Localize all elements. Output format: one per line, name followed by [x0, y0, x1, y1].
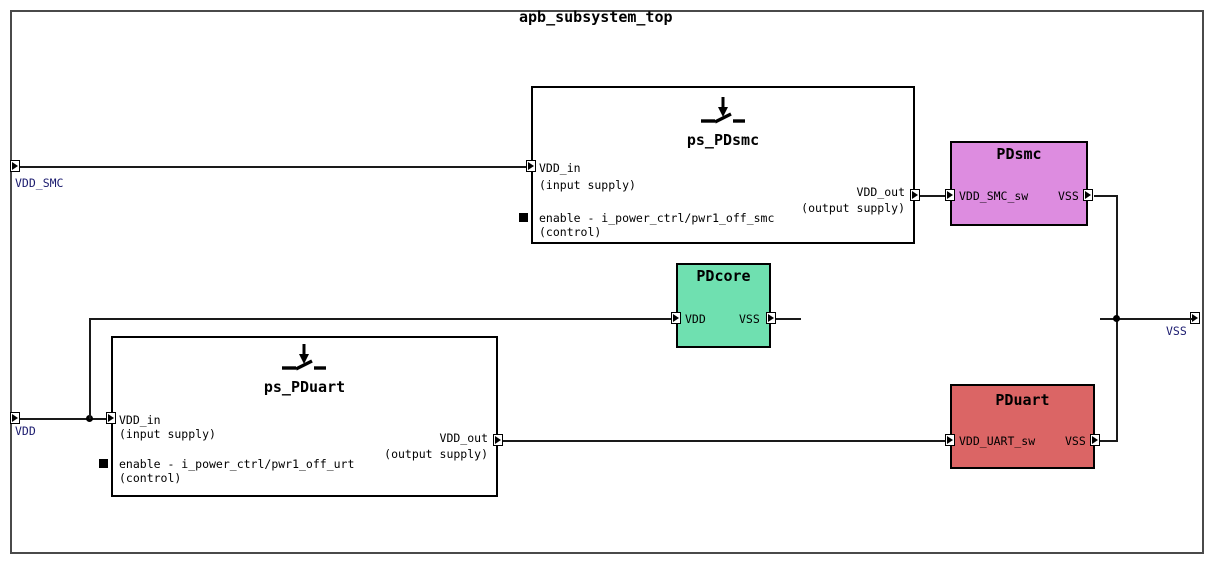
net-vdd-core-horizontal: [89, 318, 678, 320]
port-ps-pdsmc-vdd-out-sublabel: (output supply): [801, 201, 905, 215]
top-module-frame: [10, 10, 1204, 554]
external-port-vdd-smc-label: VDD_SMC: [15, 176, 64, 190]
block-pdsmc-title: PDsmc: [996, 145, 1042, 163]
net-vdd-smc: [20, 166, 533, 168]
external-port-vdd-smc-arrow: [12, 162, 18, 170]
net-vdd-main: [20, 418, 113, 420]
port-ps-pduart-vdd-in-label: VDD_in: [119, 413, 161, 427]
block-ps-pdsmc-title: ps_PDsmc: [686, 131, 760, 149]
port-ps-pdsmc-vdd-in-arrow: [528, 162, 534, 170]
port-ps-pduart-vdd-in-sublabel: (input supply): [119, 427, 216, 441]
power-switch-icon: [701, 97, 745, 124]
net-vss-junction: [1113, 315, 1120, 322]
port-pdsmc-ground-label: VSS: [1058, 189, 1079, 203]
port-ps-pduart-enable[interactable]: [99, 459, 108, 468]
net-vdd-core-vertical: [89, 318, 91, 419]
port-ps-pduart-enable-sublabel: (control): [119, 471, 182, 485]
port-ps-pdsmc-enable-label: enable - i_power_ctrl/pwr1_off_smc: [539, 211, 775, 225]
port-ps-pduart-vdd-out-label: VDD_out: [439, 431, 488, 445]
port-pduart-ground-label: VSS: [1065, 434, 1086, 448]
block-pdcore-title: PDcore: [696, 267, 751, 285]
block-pduart-title: PDuart: [995, 391, 1050, 409]
page-title: apb_subsystem_top: [519, 8, 673, 26]
net-vss-core-stub: [771, 318, 801, 320]
net-vdd-uart-sw: [503, 440, 950, 442]
net-vss-smc-stub: [1094, 195, 1118, 197]
external-port-vdd-arrow: [12, 414, 18, 422]
net-vss-horizontal: [1100, 318, 1192, 320]
port-ps-pduart-vdd-in-arrow: [108, 414, 114, 422]
net-vdd-smc-sw: [920, 195, 950, 197]
port-pdcore-ground-label: VSS: [739, 312, 760, 326]
port-ps-pduart-vdd-out-sublabel: (output supply): [384, 447, 488, 461]
port-ps-pduart-vdd-out-arrow: [495, 436, 501, 444]
port-ps-pduart-enable-label: enable - i_power_ctrl/pwr1_off_urt: [119, 457, 355, 471]
port-pduart-supply-label: VDD_UART_sw: [959, 434, 1036, 448]
port-pduart-ground-arrow: [1092, 436, 1098, 444]
external-port-vss-label: VSS: [1166, 324, 1187, 338]
port-pdcore-ground-arrow: [768, 314, 774, 322]
port-pdsmc-ground-arrow: [1085, 191, 1091, 199]
port-ps-pdsmc-vdd-in-label: VDD_in: [539, 161, 581, 175]
block-pdcore[interactable]: [676, 263, 771, 348]
port-ps-pdsmc-vdd-out-arrow: [912, 191, 918, 199]
block-pdsmc[interactable]: [950, 141, 1088, 226]
port-pdcore-supply-label: VDD: [685, 312, 706, 326]
port-pdsmc-supply-arrow: [947, 191, 953, 199]
external-port-vdd-label: VDD: [15, 424, 36, 438]
block-ps-pduart-title: ps_PDuart: [263, 378, 346, 396]
port-pdcore-supply-arrow: [673, 314, 679, 322]
net-vss-uart-stub: [1094, 440, 1118, 442]
port-pdsmc-supply-label: VDD_SMC_sw: [959, 189, 1029, 203]
port-ps-pdsmc-enable[interactable]: [519, 213, 528, 222]
external-port-vss-arrow: [1192, 314, 1198, 322]
port-ps-pdsmc-vdd-out-label: VDD_out: [856, 185, 905, 199]
port-ps-pdsmc-vdd-in-sublabel: (input supply): [539, 178, 636, 192]
block-pduart[interactable]: [950, 384, 1095, 469]
power-switch-icon: [282, 344, 326, 371]
port-ps-pdsmc-enable-sublabel: (control): [539, 225, 602, 239]
port-pduart-supply-arrow: [947, 436, 953, 444]
